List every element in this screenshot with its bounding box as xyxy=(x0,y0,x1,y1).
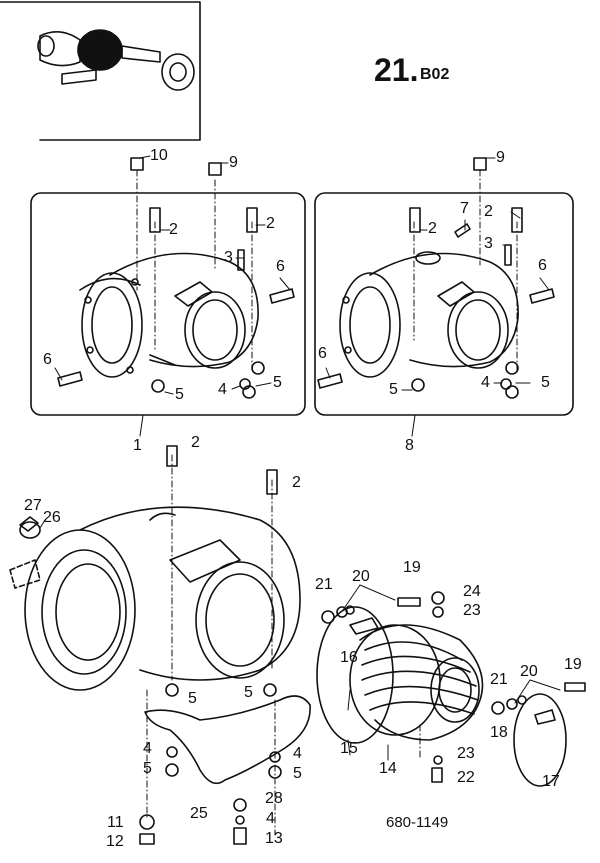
callout-6-box1-right: 6 xyxy=(276,258,285,275)
clamp-ring-large xyxy=(316,606,394,744)
callout-4-box8: 4 xyxy=(481,374,490,391)
callout-25: 25 xyxy=(190,805,208,822)
callout-13: 13 xyxy=(265,830,283,847)
callout-9-right: 9 xyxy=(496,149,505,166)
callout-17: 17 xyxy=(542,773,560,790)
assembly-box-8 xyxy=(314,192,574,416)
callout-2-lower-a: 2 xyxy=(191,434,200,451)
callout-6-box8-left: 6 xyxy=(318,345,327,362)
housing-drawing-1 xyxy=(79,252,259,378)
callout-19-upper: 19 xyxy=(403,559,421,576)
callout-5-lower-b: 5 xyxy=(244,684,253,701)
callout-19-lower: 19 xyxy=(564,656,582,673)
callout-6-box8-right: 6 xyxy=(538,257,547,274)
callout-1: 1 xyxy=(133,437,142,454)
callout-6-box1-left: 6 xyxy=(43,351,52,368)
callout-4-box1: 4 xyxy=(218,381,227,398)
main-housing-drawing xyxy=(9,506,301,691)
callout-5-box8a: 5 xyxy=(389,381,398,398)
callout-8: 8 xyxy=(405,437,414,454)
section-suffix: B02 xyxy=(420,66,450,83)
callout-5-box1b: 5 xyxy=(273,374,282,391)
callout-4-lower-b: 4 xyxy=(293,745,302,762)
callout-4-lower-a: 4 xyxy=(143,740,152,757)
callout-3-box8: 3 xyxy=(484,235,493,252)
callout-15: 15 xyxy=(340,740,358,757)
callout-18: 18 xyxy=(490,724,508,741)
callout-21-lower: 21 xyxy=(490,671,508,688)
bellows-boot-drawing xyxy=(349,624,484,741)
callout-2-box8a: 2 xyxy=(428,220,437,237)
callout-2-box1b: 2 xyxy=(266,215,275,232)
callout-23-upper: 23 xyxy=(463,602,481,619)
callout-2-lower-b: 2 xyxy=(292,474,301,491)
callout-5-lower-a: 5 xyxy=(188,690,197,707)
callout-23-lower: 23 xyxy=(457,745,475,762)
callout-21-upper: 21 xyxy=(315,576,333,593)
callout-20-lower: 20 xyxy=(520,663,538,680)
axle-thumbnail xyxy=(0,1,201,141)
bracket-plate-drawing xyxy=(144,695,311,785)
callout-26: 26 xyxy=(43,509,61,526)
callout-16: 16 xyxy=(340,649,358,666)
callout-3-box1: 3 xyxy=(224,249,233,266)
callout-7: 7 xyxy=(460,200,469,217)
assembly-box-1 xyxy=(30,192,306,416)
housing-drawing-8 xyxy=(339,251,519,378)
callout-27: 27 xyxy=(24,497,42,514)
callout-2-box1a: 2 xyxy=(169,221,178,238)
callout-11: 11 xyxy=(107,814,124,831)
callout-4-lower-e: 4 xyxy=(266,810,275,827)
callout-9-left: 9 xyxy=(229,154,238,171)
callout-5-lower-d: 5 xyxy=(293,765,302,782)
callout-2-box8b: 2 xyxy=(484,203,493,220)
section-number: 21. xyxy=(374,52,419,88)
clamp-ring-small xyxy=(513,693,567,787)
callout-22: 22 xyxy=(457,769,475,786)
callout-20-upper: 20 xyxy=(352,568,370,585)
callout-24: 24 xyxy=(463,583,481,600)
callout-5-box1a: 5 xyxy=(175,386,184,403)
callout-14: 14 xyxy=(379,760,397,777)
callout-28: 28 xyxy=(265,790,283,807)
callout-10: 10 xyxy=(150,147,168,164)
callout-12: 12 xyxy=(106,833,124,850)
callout-5-lower-c: 5 xyxy=(143,760,152,777)
callout-5-box8b: 5 xyxy=(541,374,550,391)
document-number: 680-1149 xyxy=(386,814,449,831)
